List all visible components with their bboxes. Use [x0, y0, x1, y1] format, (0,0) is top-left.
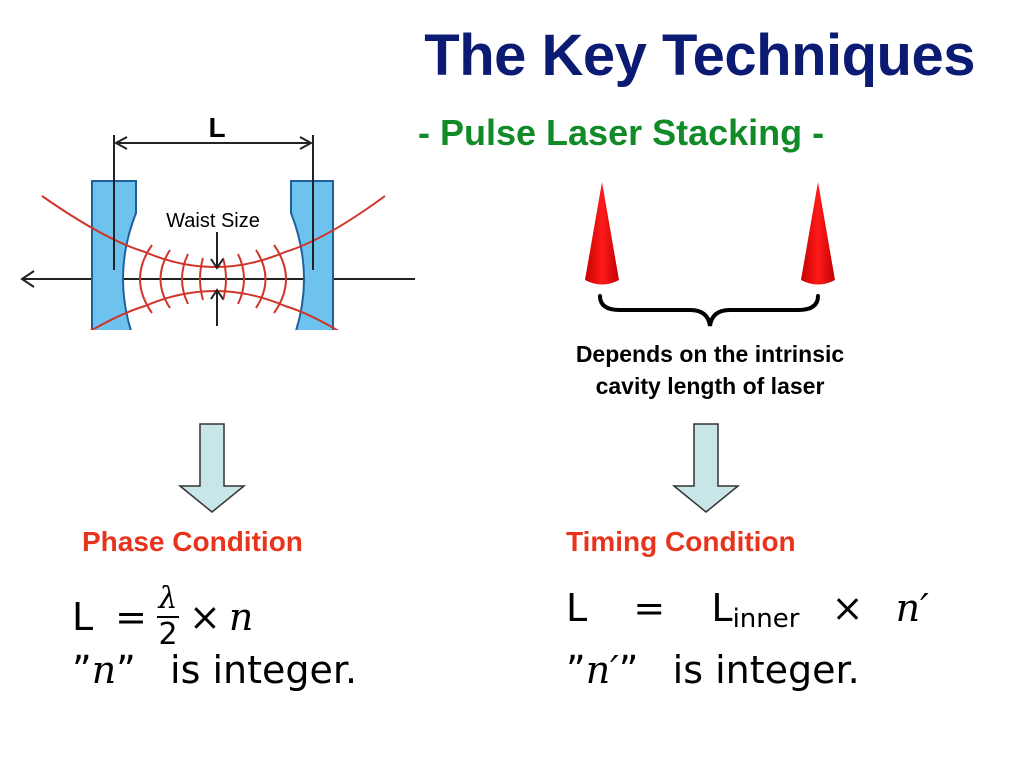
phase-equals: = — [115, 595, 148, 639]
slide-subtitle: - Pulse Laser Stacking - — [418, 112, 825, 153]
beam-envelope-top — [41, 195, 386, 268]
phase-integer-text: is integer. — [170, 648, 358, 692]
laser-pulse-right — [801, 182, 835, 285]
phase-lhs: L — [72, 595, 94, 639]
timing-times: × — [831, 586, 864, 630]
brace-caption-line2: cavity length of laser — [595, 373, 825, 399]
timing-equation: L = Linner × n′ — [566, 586, 929, 634]
length-arrow-left — [113, 136, 128, 150]
waist-arrow-top-head — [210, 258, 224, 270]
pulse-train-diagram — [585, 182, 835, 327]
phase-var: n — [228, 595, 254, 639]
phase-quote-close: ” — [116, 648, 136, 692]
slide-title: The Key Techniques — [424, 23, 975, 88]
timing-lhs: L — [566, 586, 588, 630]
timing-rhs-sub: inner — [732, 604, 800, 634]
down-arrow-right-icon — [672, 423, 741, 513]
phase-fraction: λ 2 — [157, 581, 180, 652]
timing-quote-close: ” — [618, 648, 639, 692]
phase-condition-heading: Phase Condition — [82, 526, 303, 557]
brace-caption: Depends on the intrinsic cavity length o… — [520, 338, 900, 402]
phase-integer-statement: ”n” is integer. — [72, 648, 357, 692]
waist-arrow-bottom-head — [210, 288, 224, 300]
brace-caption-line1: Depends on the intrinsic — [575, 341, 845, 367]
timing-condition-heading: Timing Condition — [566, 526, 796, 557]
timing-rhs-base: L — [711, 586, 733, 630]
timing-int-var: n′ — [585, 648, 619, 692]
laser-pulse-left — [585, 182, 619, 285]
timing-integer-text: is integer. — [672, 648, 860, 692]
timing-equals: = — [633, 586, 666, 630]
timing-var: n′ — [895, 586, 929, 630]
timing-quote-open: ” — [566, 648, 586, 692]
timing-integer-statement: ”n′” is integer. — [566, 648, 860, 692]
phase-times: × — [189, 595, 221, 639]
optical-axis-arrowhead — [20, 270, 35, 288]
length-arrow-right — [299, 136, 314, 150]
waist-size-label: Waist Size — [166, 210, 260, 232]
wavefronts — [139, 244, 287, 314]
phase-equation: L = λ 2 × n — [72, 584, 253, 650]
beam-envelope-bottom — [90, 290, 339, 330]
phase-denominator: 2 — [158, 617, 178, 652]
phase-int-var: n — [91, 648, 117, 692]
optical-cavity-diagram: L Waist Size — [20, 112, 415, 330]
phase-quote-open: ” — [72, 648, 92, 692]
length-label: L — [208, 112, 225, 143]
interval-brace — [598, 294, 820, 327]
down-arrow-left-icon — [178, 423, 247, 513]
phase-numerator: λ — [158, 581, 178, 616]
